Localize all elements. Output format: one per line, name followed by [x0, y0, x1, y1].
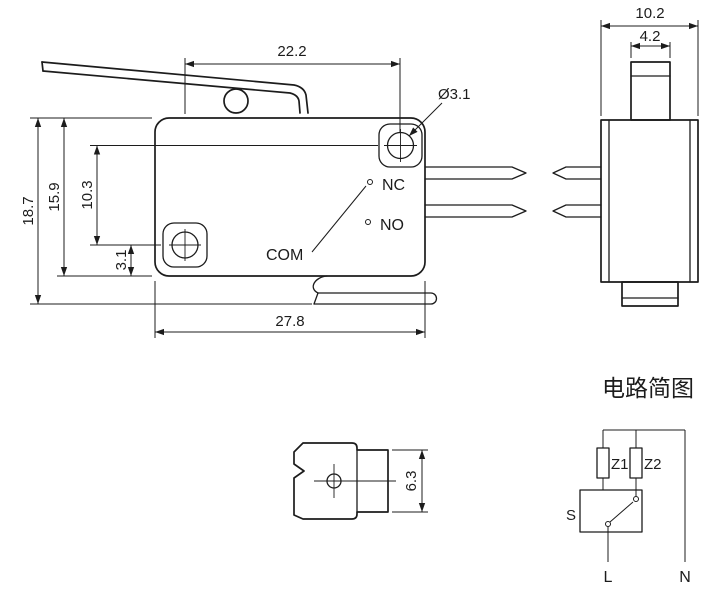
side-view: 10.2 4.2 — [552, 5, 699, 307]
circuit-wires — [602, 429, 686, 562]
terminal-blade-no — [424, 204, 527, 218]
s-label: S — [566, 507, 576, 524]
no-contact-point — [365, 219, 371, 225]
dim-bottom-height: 6.3 — [403, 471, 420, 492]
dim-hole-diameter: Ø3.1 — [438, 86, 471, 103]
bottom-view-dimensions: 6.3 — [392, 449, 428, 513]
dim-height-total: 18.7 — [20, 196, 37, 225]
side-body — [600, 119, 699, 283]
com-label: COM — [266, 247, 303, 264]
internal-contact-symbol — [311, 179, 373, 253]
circuit-title: 电路简图 — [602, 376, 694, 401]
n-terminal-label: N — [679, 569, 691, 586]
resistor-z1 — [596, 447, 610, 479]
nc-label: NC — [382, 177, 405, 194]
switch-body — [154, 117, 426, 277]
dim-width-top: 22.2 — [277, 43, 306, 60]
lever-arm — [41, 61, 309, 114]
z2-label: Z2 — [644, 456, 662, 473]
dim-width-bottom: 27.8 — [275, 313, 304, 330]
bottom-view: 6.3 — [293, 442, 428, 520]
terminal-blade-com — [312, 275, 438, 305]
z1-label: Z1 — [611, 456, 629, 473]
dim-height-body: 15.9 — [46, 182, 63, 211]
dim-hole-offset: 3.1 — [113, 250, 130, 271]
main-front-view: NC NO COM 22.2 27.8 18.7 — [20, 43, 527, 338]
dim-hole-spacing: 10.3 — [79, 180, 96, 209]
side-view-dimensions: 10.2 4.2 — [600, 5, 699, 116]
main-view-dimensions: 22.2 27.8 18.7 15.9 10.3 3.1 Ø3.1 — [20, 43, 471, 338]
switch-symbol — [605, 490, 639, 532]
bottom-view-outline — [293, 442, 389, 520]
lever-hinge-roller — [223, 88, 249, 114]
hole-diameter-leader — [408, 102, 443, 137]
dim-side-width: 10.2 — [635, 5, 664, 22]
side-foot — [621, 281, 679, 307]
switch-box — [579, 489, 643, 533]
plunger-button — [630, 61, 671, 121]
terminal-blade-nc — [424, 166, 527, 180]
circuit-diagram: 电路简图 Z1 Z2 S L N — [566, 376, 694, 586]
dim-button-width: 4.2 — [640, 28, 661, 45]
nc-contact-point — [367, 179, 373, 185]
mounting-hole-bottom — [162, 222, 208, 268]
side-terminal-blades — [552, 166, 602, 218]
l-terminal-label: L — [604, 569, 613, 586]
resistor-z2 — [629, 447, 643, 479]
no-label: NO — [380, 217, 404, 234]
